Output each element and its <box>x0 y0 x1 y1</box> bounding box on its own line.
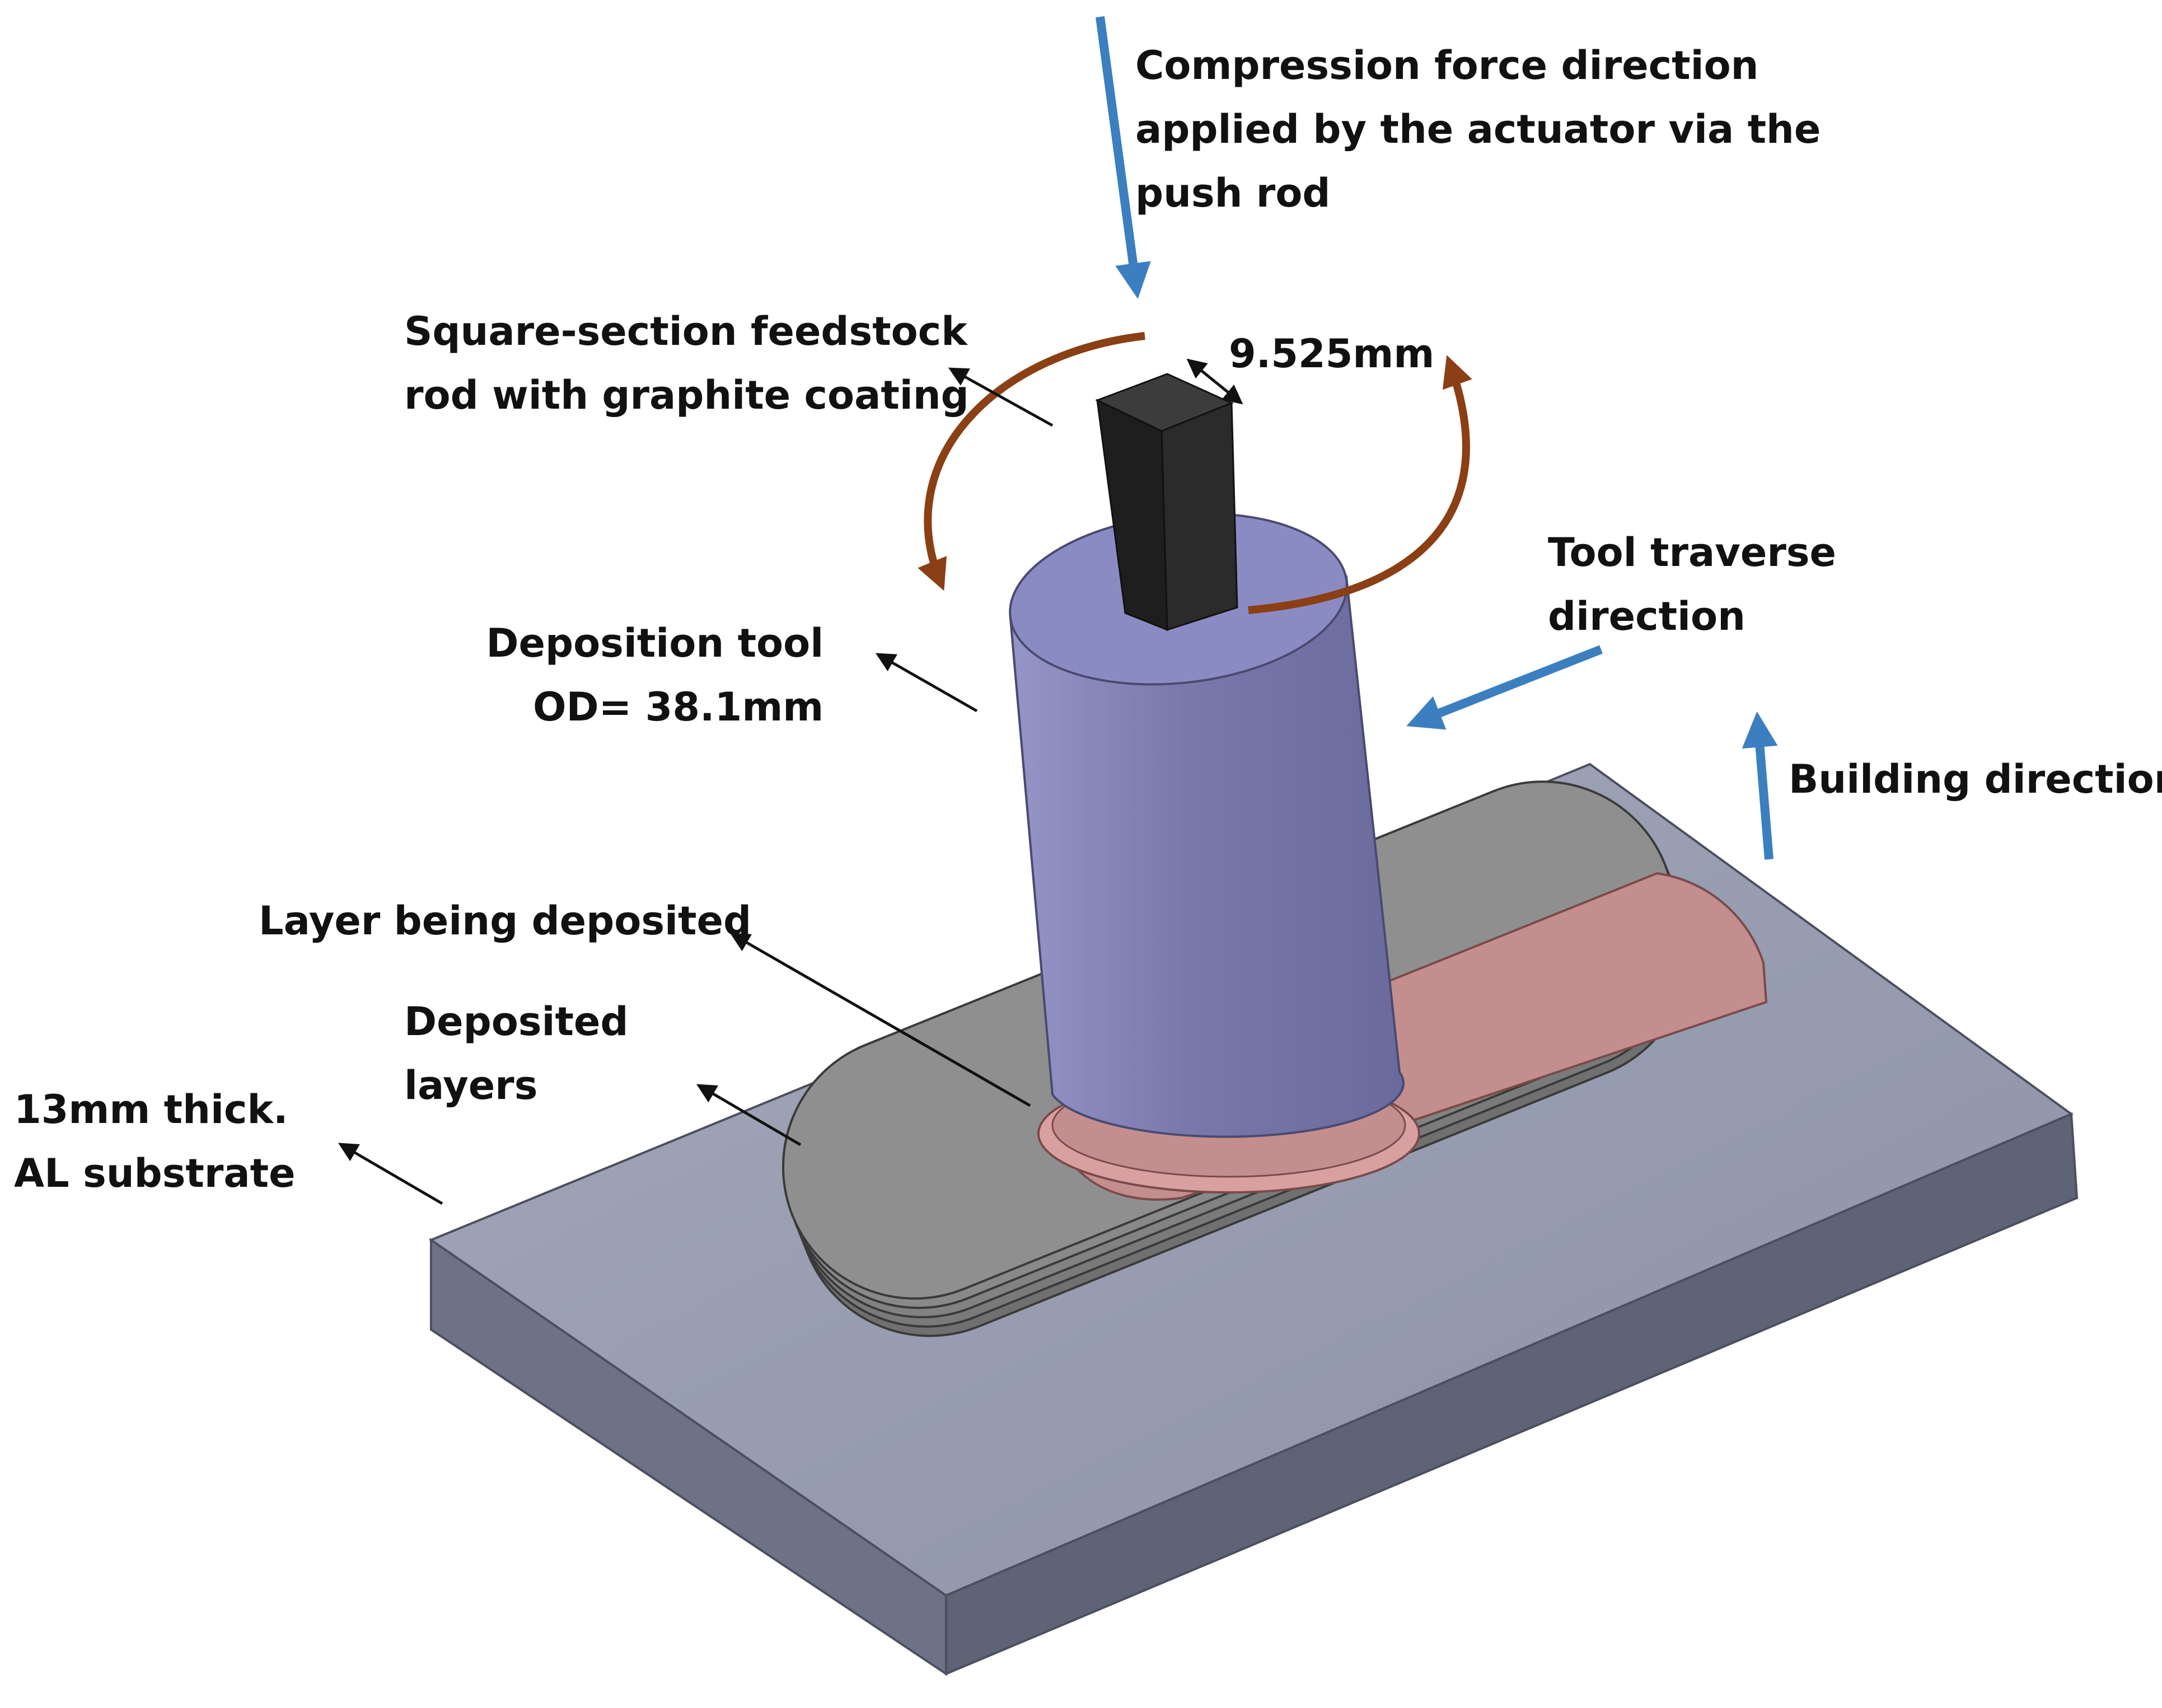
rod-side <box>1160 401 1238 631</box>
compression-force-label: Compression force direction applied by t… <box>1135 34 1821 225</box>
tool-traverse-line-1: Tool traverse <box>1548 530 1836 575</box>
layer-being-deposited-text: Layer being deposited <box>259 898 752 944</box>
deposition-tool-pointer-icon <box>875 653 978 713</box>
substrate-line-2: AL substrate <box>14 1150 296 1196</box>
feedstock-line-1: Square-section feedstock <box>404 308 967 354</box>
pointer-lines <box>338 367 1054 1205</box>
deposition-tool-line-1: Deposition tool <box>486 620 824 666</box>
building-direction-label: Building direction <box>1789 747 2162 811</box>
substrate-pointer-icon <box>338 1143 443 1205</box>
compression-force-arrow-icon <box>1096 16 1151 300</box>
rod-width-text: 9.525mm <box>1229 331 1435 377</box>
deposition-tool-label: Deposition tool OD= 38.1mm <box>477 611 823 739</box>
compression-line-2: applied by the actuator via the <box>1135 106 1821 152</box>
layer-being-deposited-label: Layer being deposited <box>259 889 751 953</box>
substrate-side-face <box>945 1112 2079 1676</box>
rotation-arrow-left-icon <box>918 332 1145 591</box>
compression-line-3: push rod <box>1135 170 1331 216</box>
feedstock-label: Square-section feedstock rod with graphi… <box>404 300 969 427</box>
tool-traverse-line-2: direction <box>1548 593 1745 639</box>
tool-body <box>1009 575 1405 1138</box>
feedstock-line-2: rod with graphite coating <box>404 372 969 418</box>
building-direction-arrow-icon <box>1742 711 1778 860</box>
compression-line-1: Compression force direction <box>1135 43 1759 88</box>
deposited-layers-pointer-icon <box>696 1084 802 1147</box>
substrate-label: 13mm thick. AL substrate <box>14 1078 296 1205</box>
deposited-layers-label: Deposited layers <box>404 990 628 1117</box>
tool-traverse-label: Tool traverse direction <box>1548 521 1836 648</box>
rotation-arrows <box>918 332 1472 614</box>
rod-width-label: 9.525mm <box>1229 322 1434 386</box>
direction-arrows <box>1096 16 1778 860</box>
deposition-tool-line-2: OD= 38.1mm <box>533 684 824 730</box>
layer-being-deposited-pointer-icon <box>729 933 1031 1107</box>
rod-width-dimension-icon <box>1186 358 1243 405</box>
deposited-layers-line-2: layers <box>404 1063 538 1108</box>
rotation-arrow-right-icon <box>1248 355 1472 614</box>
tool-traverse-arrow-icon <box>1406 645 1603 730</box>
substrate-line-1: 13mm thick. <box>14 1087 288 1133</box>
deposited-layers-line-1: Deposited <box>404 999 629 1045</box>
feedstock-pointer-icon <box>948 367 1054 427</box>
building-direction-text: Building direction <box>1789 756 2162 802</box>
